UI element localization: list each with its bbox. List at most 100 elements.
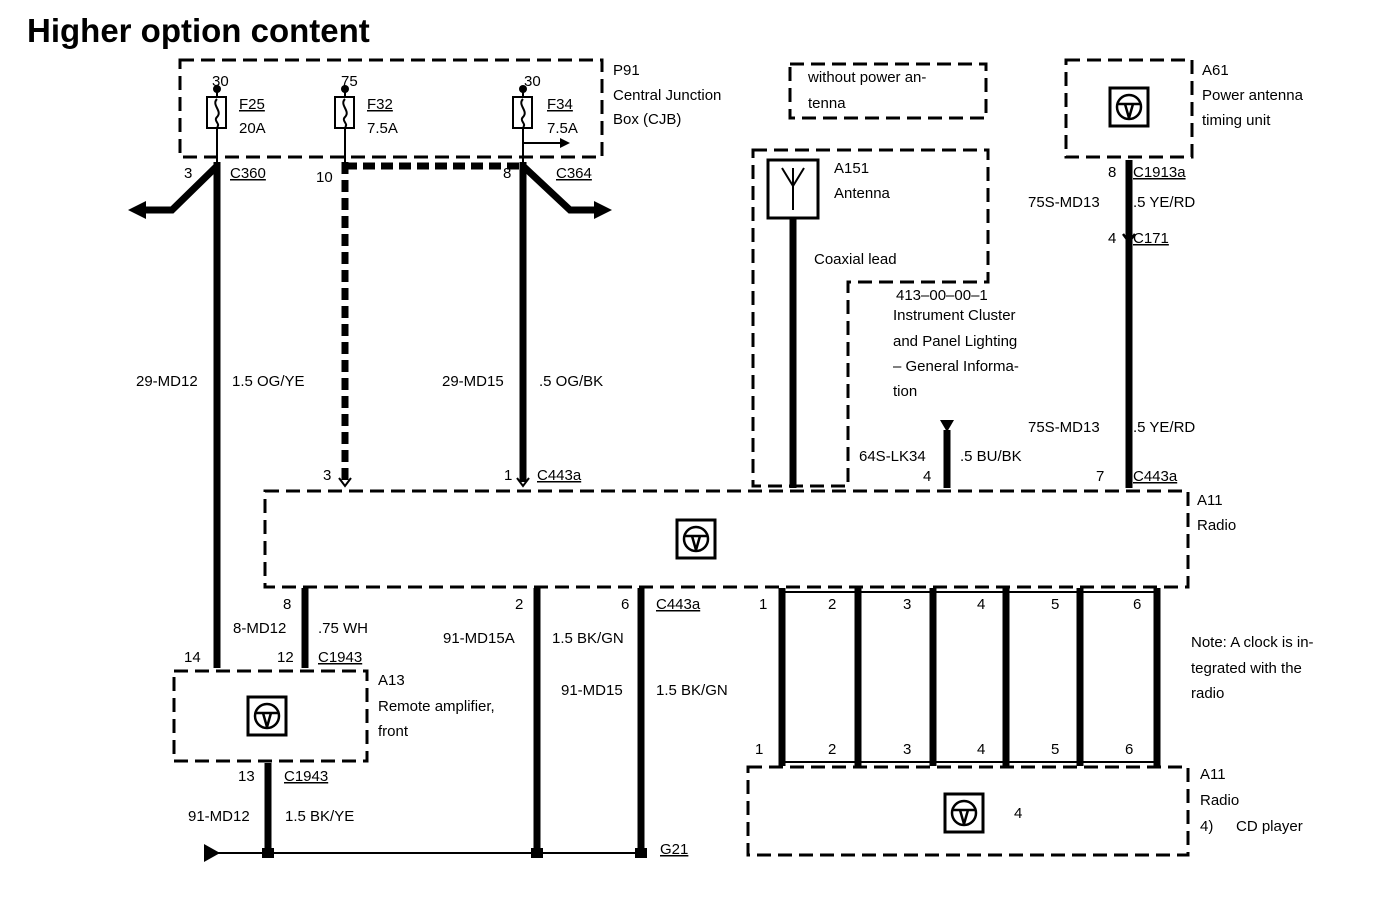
bus-top-pin-2: 2	[828, 596, 836, 613]
cd-player-box	[746, 765, 1190, 857]
clock-note-line2: tegrated with the	[1191, 660, 1302, 677]
amp-icon	[246, 695, 288, 737]
radio-id: A11	[1197, 492, 1223, 509]
amp-connector-c1943-bottom: C1943	[284, 768, 328, 785]
amp-box	[172, 669, 369, 763]
power-antenna-line2: timing unit	[1202, 112, 1271, 129]
wire-91-md12-spec: 1.5 BK/YE	[285, 808, 354, 825]
amp-name-line2: front	[378, 723, 409, 740]
antenna-id: A151	[834, 160, 869, 177]
page-title: Higher option content	[27, 12, 370, 49]
fuse-f34-rating: 7.5A	[547, 120, 578, 137]
ground-g21: G21	[660, 841, 688, 858]
amp-name-line1: Remote amplifier,	[378, 698, 495, 715]
c364-branch-arrow	[594, 201, 612, 219]
radio-icon	[675, 518, 717, 560]
wire-91-md12-code: 91-MD12	[188, 808, 250, 825]
radio-top-connector-c443a-right: C443a	[1133, 468, 1178, 485]
radio-bottom-pin-2: 2	[515, 596, 523, 613]
radio-box	[263, 489, 1190, 589]
amp-id: A13	[378, 672, 405, 689]
c364-connector: C364	[556, 165, 592, 182]
wire-75s-md13-spec-top: .5 YE/RD	[1133, 194, 1195, 211]
amp-pin-13: 13	[238, 768, 255, 785]
fuse-f32-pin: 75	[341, 73, 358, 90]
cjb-box	[178, 58, 604, 159]
power-antenna-pin-8: 8	[1108, 164, 1116, 181]
amp-pin-12: 12	[277, 649, 294, 666]
wire-91-md15-spec: 1.5 BK/GN	[656, 682, 728, 699]
wire-8-md12-code: 8-MD12	[233, 620, 286, 637]
radio-cd-bus	[778, 588, 1161, 766]
wire-29-md12-spec: 1.5 OG/YE	[232, 373, 305, 390]
bus-top-pin-3: 3	[903, 596, 911, 613]
bus-bottom-pin-4: 4	[977, 741, 985, 758]
radio-top-pin-1: 1	[504, 467, 512, 484]
radio-top-connector-c443a-left: C443a	[537, 467, 582, 484]
c360-branch-arrow	[128, 201, 146, 219]
antenna-name: Antenna	[834, 185, 891, 202]
antenna-box	[751, 148, 990, 488]
radio-bottom-pin-6: 6	[621, 596, 629, 613]
power-antenna-id: A61	[1202, 62, 1229, 79]
bus-bottom-pin-1: 1	[755, 741, 763, 758]
radio-top-pin-3: 3	[323, 467, 331, 484]
fuse-f32-rating: 7.5A	[367, 120, 398, 137]
power-antenna-box	[1064, 58, 1194, 159]
fuse-f32: 75 F32 7.5A	[334, 73, 398, 165]
lk34-stub-icon	[940, 420, 954, 432]
fuse-f34-pin: 30	[524, 73, 541, 90]
no-power-antenna-line2: tenna	[808, 95, 846, 112]
ref-note-line3: and Panel Lighting	[893, 333, 1017, 350]
coaxial-lead-label: Coaxial lead	[814, 251, 897, 268]
bus-top-pin-6: 6	[1133, 596, 1141, 613]
bus-bottom-pin-5: 5	[1051, 741, 1059, 758]
bus-bottom-pin-6: 6	[1125, 741, 1133, 758]
c364-pin: 8	[503, 165, 511, 182]
wire-64s-lk34-spec: .5 BU/BK	[960, 448, 1022, 465]
ref-note-line2: Instrument Cluster	[893, 307, 1016, 324]
bus-top-pin-4: 4	[977, 596, 985, 613]
bus-bottom-pin-3: 3	[903, 741, 911, 758]
radio-bottom-connector-c443a: C443a	[656, 596, 701, 613]
cd-player-radio: Radio	[1200, 792, 1239, 809]
power-antenna-line1: Power antenna	[1202, 87, 1304, 104]
clock-note-line3: radio	[1191, 685, 1224, 702]
wire-75s-md13-code-bottom: 75S-MD13	[1028, 419, 1100, 436]
ref-note-line1: 413–00–00–1	[896, 287, 988, 304]
f32-out-pin: 10	[316, 169, 333, 186]
cjb-name-line1: Central Junction	[613, 87, 721, 104]
bus-top-pin-5: 5	[1051, 596, 1059, 613]
c364-branch-wire	[520, 163, 598, 214]
fuse-f34-id: F34	[547, 96, 573, 113]
wire-29-md15-spec: .5 OG/BK	[539, 373, 603, 390]
amp-pin-14: 14	[184, 649, 201, 666]
cd-player-note-text: CD player	[1236, 818, 1303, 835]
wire-29-md15-code: 29-MD15	[442, 373, 504, 390]
connector-c1913a: C1913a	[1133, 164, 1186, 181]
radio-top-pin-7: 7	[1096, 468, 1104, 485]
c360-pin: 3	[184, 165, 192, 182]
wire-91-md15a-spec: 1.5 BK/GN	[552, 630, 624, 647]
fuse-f25-id: F25	[239, 96, 265, 113]
bus-bottom-pin-2: 2	[828, 741, 836, 758]
cjb-name-line2: Box (CJB)	[613, 111, 681, 128]
wire-91-md15-code: 91-MD15	[561, 682, 623, 699]
c360-branch-wire	[142, 163, 220, 214]
amp-connector-c1943-top: C1943	[318, 649, 362, 666]
ground-arrow-icon	[204, 844, 220, 862]
wire-8-md12-spec: .75 WH	[318, 620, 368, 637]
fuse-f25-rating: 20A	[239, 120, 266, 137]
antenna-symbol-icon	[781, 167, 805, 210]
wire-64s-lk34-code: 64S-LK34	[859, 448, 926, 465]
fuse-f25: 30 F25 20A	[206, 73, 266, 165]
connector-c171-pin: 4	[1108, 230, 1116, 247]
wire-75s-md13-spec-bottom: .5 YE/RD	[1133, 419, 1195, 436]
ref-note-line5: tion	[893, 383, 917, 400]
no-power-antenna-box	[788, 62, 988, 120]
cd-player-icon	[943, 792, 985, 834]
fuse-f25-pin: 30	[212, 73, 229, 90]
radio-name: Radio	[1197, 517, 1236, 534]
c360-connector: C360	[230, 165, 266, 182]
